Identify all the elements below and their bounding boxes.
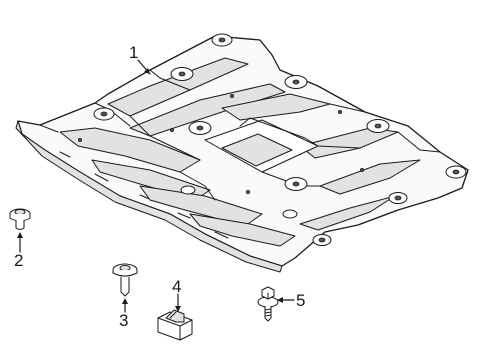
channel-front-right	[189, 213, 296, 247]
callout-3: 3	[119, 311, 128, 330]
plate-contours-right	[317, 103, 441, 153]
channel-left	[59, 127, 201, 173]
center-panel-recess	[221, 133, 293, 167]
mount-bosses	[93, 33, 467, 246]
arrow-5	[277, 297, 283, 303]
callout-5: 5	[296, 291, 305, 310]
callout-4: 4	[172, 277, 181, 296]
front-edge-slots	[59, 151, 229, 239]
center-panel-ridge	[239, 117, 319, 147]
arrow-3	[122, 298, 128, 304]
engine-undercover-part-1	[15, 33, 469, 273]
bolt-part-5	[257, 286, 279, 322]
callout-2: 2	[14, 251, 23, 270]
clip-part-2	[9, 208, 31, 230]
arrow-1	[144, 68, 150, 74]
undercover-front-edge	[15, 120, 283, 273]
push-rivet-part-3	[112, 263, 138, 297]
nut-clip-part-4	[157, 309, 193, 341]
arrow-2	[17, 232, 23, 238]
plate-holes	[78, 94, 364, 194]
channel-right-front	[299, 195, 396, 231]
leader-lines	[17, 59, 295, 313]
channel-right-low	[319, 159, 421, 195]
callout-1: 1	[129, 43, 138, 62]
channel-right-top	[221, 93, 331, 121]
channel-right-mid	[299, 127, 399, 159]
arrow-4	[175, 306, 181, 312]
